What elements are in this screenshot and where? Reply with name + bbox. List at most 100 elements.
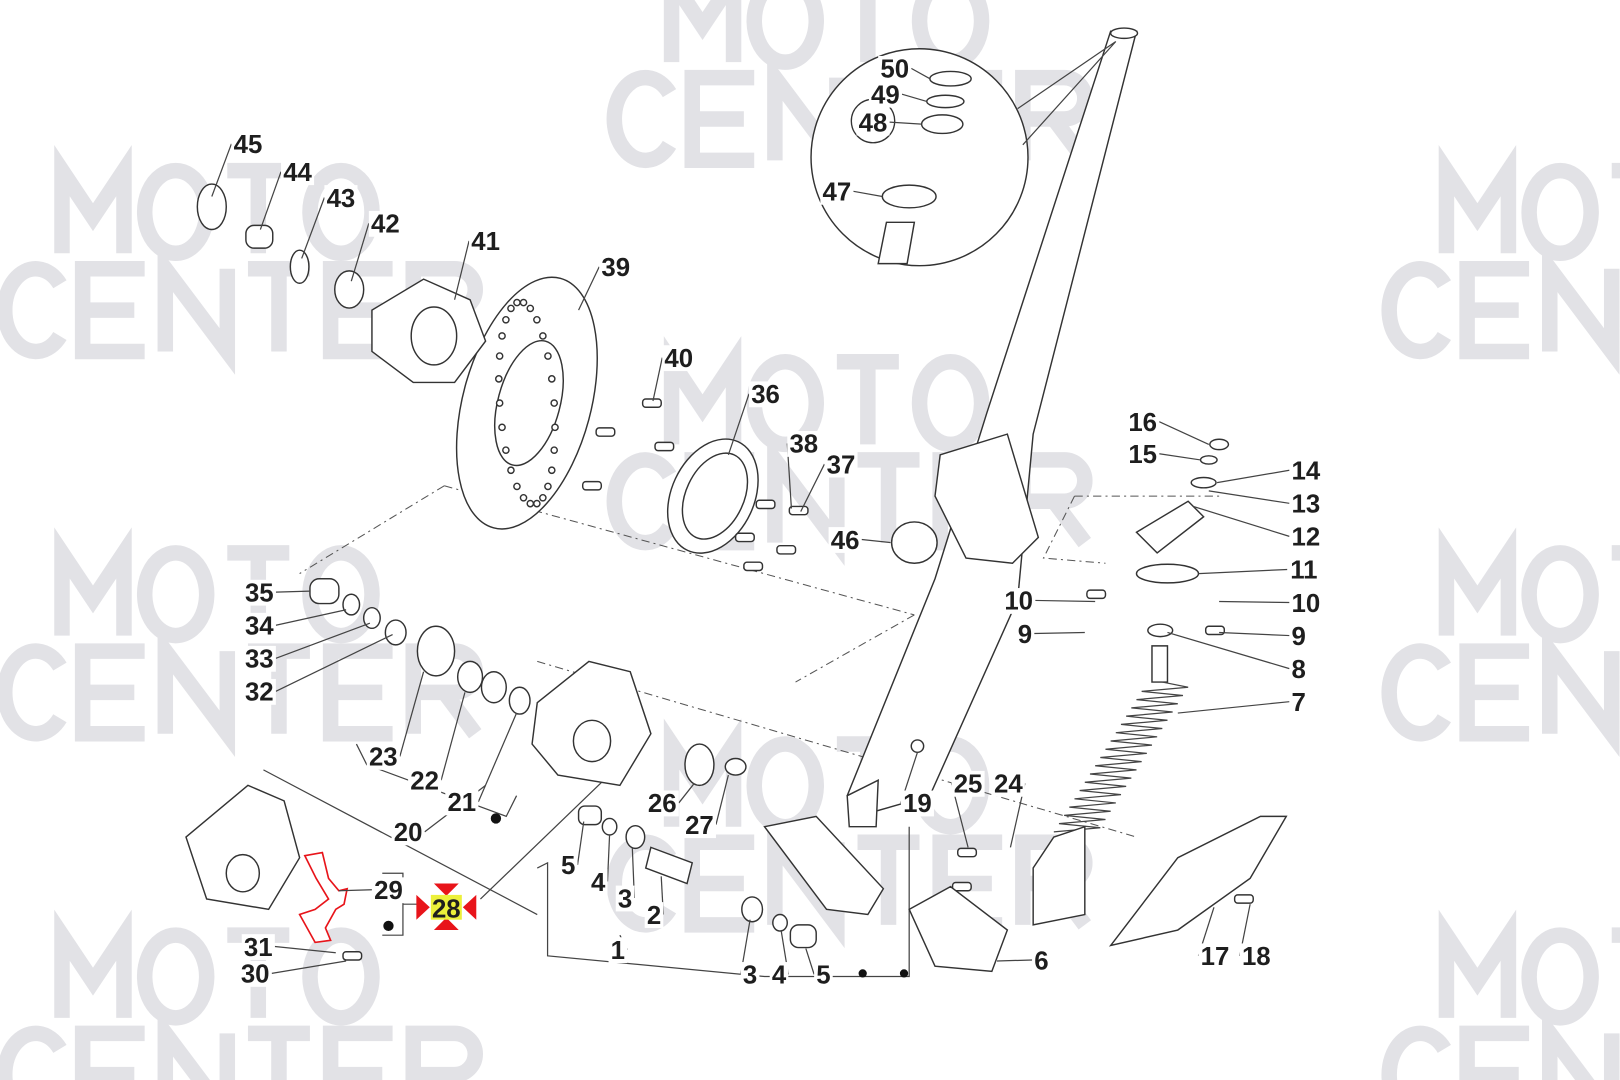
part-label-10[interactable]: 10 — [1004, 588, 1033, 616]
part-label-3[interactable]: 3 — [618, 885, 632, 913]
part-label-39[interactable]: 39 — [601, 254, 630, 282]
part-drawings — [185, 27, 1288, 978]
disc-hole — [544, 482, 552, 491]
part-label-31[interactable]: 31 — [244, 934, 273, 962]
part-label-16[interactable]: 16 — [1128, 409, 1157, 437]
part-label-21[interactable]: 21 — [447, 789, 476, 817]
part-label-5[interactable]: 5 — [561, 852, 575, 880]
disc-hole — [495, 399, 504, 407]
part-label-24[interactable]: 24 — [994, 771, 1023, 799]
part-label-30[interactable]: 30 — [241, 961, 270, 989]
part-label-25[interactable]: 25 — [954, 771, 983, 799]
label-background — [368, 210, 402, 237]
part-label-27[interactable]: 27 — [685, 812, 714, 840]
leader-line — [1216, 469, 1290, 484]
part-label-19[interactable]: 19 — [903, 790, 932, 818]
part-label-4[interactable]: 4 — [772, 962, 787, 990]
label-background — [1015, 621, 1035, 647]
leader-line — [910, 67, 931, 80]
bolt — [342, 950, 363, 961]
part-label-3[interactable]: 3 — [743, 962, 757, 990]
part-label-2[interactable]: 2 — [647, 902, 661, 930]
disc-hole — [544, 352, 552, 360]
bolt — [743, 561, 764, 572]
leader-line — [271, 960, 347, 975]
leader-line — [275, 633, 393, 692]
part-label-36[interactable]: 36 — [751, 381, 780, 409]
part-label-34[interactable]: 34 — [245, 613, 274, 641]
part-label-23[interactable]: 23 — [369, 744, 398, 772]
part-label-6[interactable]: 6 — [1034, 947, 1048, 975]
part-label-41[interactable]: 41 — [471, 228, 500, 256]
part-label-13[interactable]: 13 — [1292, 491, 1321, 519]
label-background — [242, 579, 276, 606]
part-label-28[interactable]: 28 — [432, 896, 461, 924]
label-background — [951, 770, 985, 797]
part-label-9[interactable]: 9 — [1292, 623, 1306, 651]
disc-hole — [513, 482, 521, 491]
part-label-50[interactable]: 50 — [880, 56, 909, 84]
disc-hole — [519, 493, 528, 502]
leader-line — [901, 93, 927, 103]
part-label-46[interactable]: 46 — [831, 527, 860, 555]
part-label-32[interactable]: 32 — [245, 679, 274, 707]
part-label-43[interactable]: 43 — [327, 185, 356, 213]
part-label-22[interactable]: 22 — [410, 768, 439, 796]
disc-hole — [550, 399, 559, 407]
part-label-7[interactable]: 7 — [1292, 689, 1306, 717]
label-background — [242, 612, 276, 639]
part-label-11[interactable]: 11 — [1290, 557, 1317, 585]
part-label-38[interactable]: 38 — [789, 431, 818, 459]
disc-hole — [495, 375, 503, 383]
watermark-center — [1381, 627, 1620, 757]
part-label-10[interactable]: 10 — [1292, 590, 1321, 618]
label-background — [242, 645, 276, 672]
label-background — [599, 254, 633, 281]
label-background — [391, 819, 425, 846]
part-label-4[interactable]: 4 — [591, 869, 606, 897]
disc-hole — [519, 298, 528, 307]
part-label-44[interactable]: 44 — [283, 159, 312, 187]
part-label-26[interactable]: 26 — [648, 790, 677, 818]
leader-line — [715, 774, 729, 825]
leader-line — [861, 538, 891, 544]
part-label-48[interactable]: 48 — [859, 109, 888, 137]
part-label-20[interactable]: 20 — [394, 819, 423, 847]
part-label-15[interactable]: 15 — [1128, 441, 1157, 469]
leader-line — [576, 821, 585, 866]
part-label-17[interactable]: 17 — [1201, 943, 1230, 971]
part-label-42[interactable]: 42 — [371, 211, 400, 239]
part-label-18[interactable]: 18 — [1242, 943, 1271, 971]
part-label-35[interactable]: 35 — [245, 579, 274, 607]
part-label-37[interactable]: 37 — [827, 451, 856, 479]
part-label-47[interactable]: 47 — [823, 179, 852, 207]
watermark-moto — [54, 909, 380, 1026]
leader-line — [275, 609, 347, 626]
label-background — [558, 852, 578, 879]
bolt — [581, 480, 603, 491]
part-label-49[interactable]: 49 — [871, 81, 900, 109]
label-background — [769, 962, 789, 988]
part-label-40[interactable]: 40 — [664, 345, 693, 373]
label-background — [469, 228, 503, 255]
label-background — [371, 877, 405, 904]
label-background — [408, 767, 442, 794]
bolt — [595, 427, 616, 437]
part-label-29[interactable]: 29 — [374, 877, 403, 905]
part-label-14[interactable]: 14 — [1292, 458, 1321, 486]
part-label-9[interactable]: 9 — [1018, 621, 1032, 649]
label-background — [1289, 523, 1323, 550]
label-background — [242, 678, 276, 705]
part-label-12[interactable]: 12 — [1292, 524, 1321, 552]
selected-marker-28 — [416, 883, 477, 931]
part-label-45[interactable]: 45 — [234, 131, 263, 159]
part-label-1[interactable]: 1 — [611, 937, 625, 965]
label-background — [588, 869, 608, 895]
part-label-33[interactable]: 33 — [245, 646, 274, 674]
label-background — [1289, 457, 1323, 484]
leader-line — [652, 357, 663, 402]
part-label-5[interactable]: 5 — [816, 962, 830, 990]
part-label-8[interactable]: 8 — [1292, 656, 1306, 684]
leader-line — [275, 622, 371, 659]
